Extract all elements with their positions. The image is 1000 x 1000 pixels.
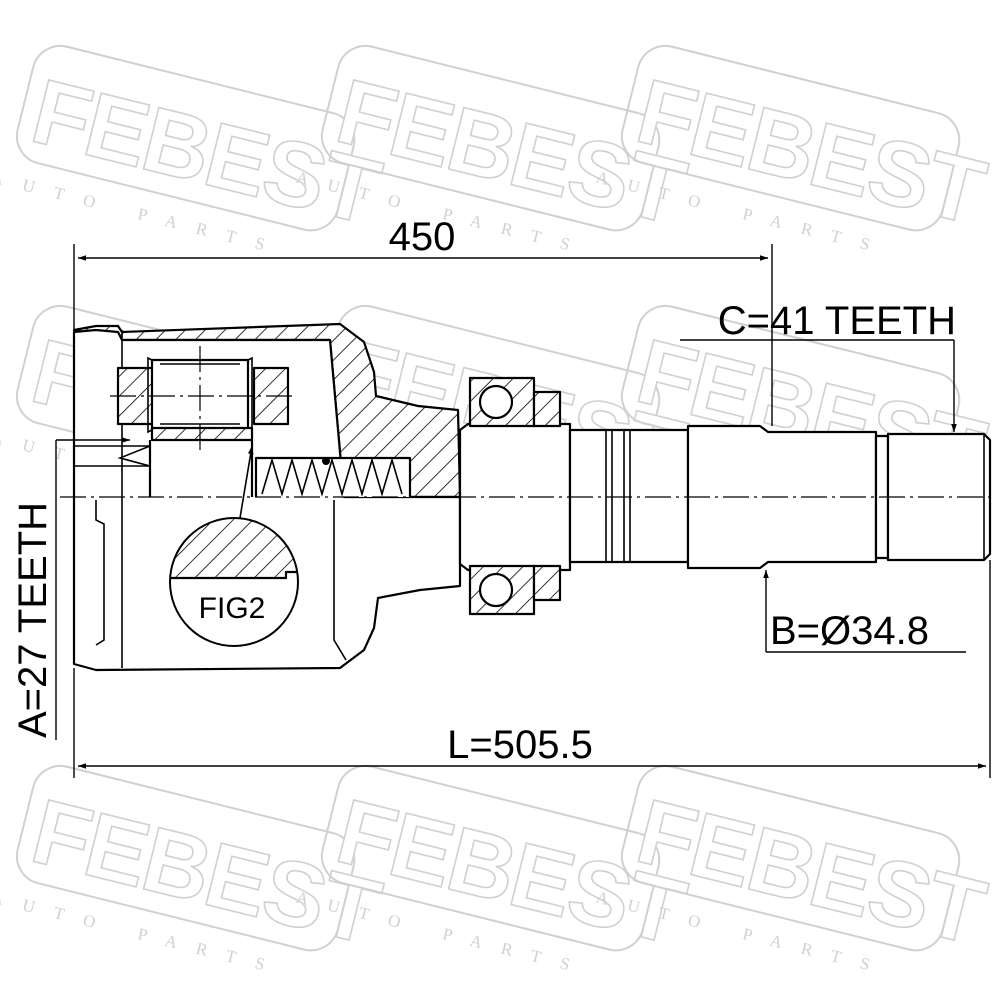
shaft-section-2 [568,428,690,564]
spider-hub [150,426,254,442]
bearing [468,376,562,616]
spring [254,456,412,497]
dimension-450: 450 [73,215,773,426]
callout-a-teeth: A=27 TEETH [11,437,130,740]
callout-c-teeth-label: C=41 TEETH [718,299,956,343]
callout-b-diameter-label: B=Ø34.8 [770,609,929,653]
fig2-label: FIG2 [199,592,266,625]
dimension-total-length: L=505.5 [73,560,991,778]
callout-b-diameter: B=Ø34.8 [763,570,966,653]
callout-c-teeth: C=41 TEETH [680,299,957,432]
dimension-total-length-label: L=505.5 [447,723,593,767]
watermark-brand: FEBEST [628,780,995,964]
callout-a-teeth-label: A=27 TEETH [11,502,55,738]
dimension-450-label: 450 [389,215,456,259]
watermark-brand: FEBEST [628,60,995,244]
tripod-assembly [74,346,296,497]
